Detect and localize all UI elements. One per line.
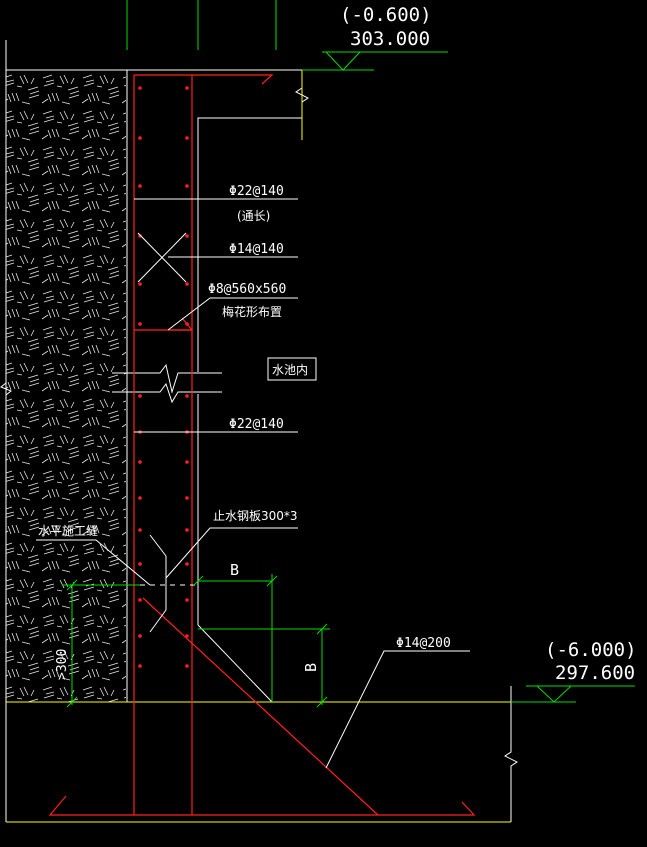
- dim-label-b-horizontal: B: [230, 561, 239, 579]
- rebar-dot: [138, 282, 142, 286]
- elevation-top-absolute: 303.000: [350, 28, 430, 50]
- rebar-dot: [185, 322, 189, 326]
- elevation-bottom-relative: (-6.000): [545, 639, 637, 661]
- soil-backfill: [0, 40, 302, 822]
- tie-cross: [137, 232, 187, 283]
- rebar-dot: [138, 634, 142, 638]
- elevation-marker-bottom: [511, 685, 635, 703]
- leader-haunch: [325, 650, 470, 769]
- leader-waterstop: [165, 527, 298, 579]
- rebar-dot: [185, 136, 189, 140]
- soil-break-mark: [0, 382, 12, 396]
- wall-break-mark: [112, 363, 222, 404]
- label-tank-inside: 水池内: [272, 363, 308, 377]
- elevation-bottom-absolute: 297.600: [555, 662, 635, 684]
- rebar-dot: [185, 184, 189, 188]
- dim-300-tick-top: [66, 579, 78, 591]
- rebar-dot: [185, 664, 189, 668]
- rebar-dot: [138, 460, 142, 464]
- rebar-dot: [138, 598, 142, 602]
- rebar-dot: [185, 234, 189, 238]
- dim-b-v-tick-b: [316, 696, 328, 708]
- rebar-dot: [185, 86, 189, 90]
- rebar-dot: [185, 460, 189, 464]
- label-construction-joint: 水平施工缝: [38, 523, 98, 538]
- right-break-mark: [504, 686, 518, 822]
- leader-tie: [167, 297, 298, 331]
- rebar-dot: [138, 136, 142, 140]
- elevation-top-relative: (-0.600): [340, 4, 432, 26]
- dim-b-v-tick-t: [316, 623, 328, 635]
- elevation-marker-top: [302, 51, 448, 71]
- rebar-dot: [138, 394, 142, 398]
- upper-column-lines: [126, 0, 277, 50]
- rebar-dot: [138, 234, 142, 238]
- soil-hatch-area: [6, 70, 126, 702]
- label-vertical-inner: Φ22@140: [229, 417, 284, 432]
- rebar-dot: [138, 86, 142, 90]
- bottom-hook-right: [192, 801, 476, 816]
- haunch-face: [197, 624, 273, 703]
- rebar-dot: [138, 562, 142, 566]
- dim-label-b-vertical: B: [302, 663, 320, 672]
- label-horizontal: Φ14@140: [229, 242, 284, 257]
- rebar-dots: [138, 86, 189, 668]
- dim-b-h-tick-r: [266, 575, 278, 587]
- rebar-dot: [185, 598, 189, 602]
- label-haunch: Φ14@200: [396, 636, 451, 651]
- rebar-dot: [185, 496, 189, 500]
- rebar-dot: [138, 322, 142, 326]
- rebar-dot: [138, 184, 142, 188]
- rebar-dot: [185, 634, 189, 638]
- dim-label-300: >300: [55, 649, 70, 680]
- label-tie-note: 梅花形布置: [222, 304, 282, 319]
- rebar-dot: [185, 528, 189, 532]
- rebar-dot: [185, 282, 189, 286]
- tank-inside-box: [267, 357, 317, 381]
- rebar: [48, 74, 476, 816]
- rebar-dot: [185, 394, 189, 398]
- label-waterstop: 止水钢板300*3: [213, 509, 298, 523]
- tie-hook: [134, 317, 194, 331]
- label-vertical-outer: Φ22@140: [229, 184, 284, 199]
- label-vertical-outer-note: (通长): [237, 209, 270, 223]
- bottom-hook-left: [48, 795, 134, 816]
- label-tie: Φ8@560x560: [208, 282, 286, 297]
- leader-construction-joint: [36, 539, 151, 586]
- dim-b-h-tick-l: [192, 575, 204, 587]
- dim-300-tick-bot: [66, 696, 78, 708]
- wall-inner-face: [197, 117, 302, 372]
- rebar-dot: [138, 496, 142, 500]
- rebar-dot: [185, 562, 189, 566]
- leader-lines: [36, 198, 470, 769]
- haunch-bar: [142, 597, 379, 816]
- dimension-lines: [62, 574, 330, 708]
- top-hook-right: [192, 74, 274, 85]
- wall-outline: [112, 70, 518, 822]
- slab-lines: [6, 70, 511, 823]
- rebar-dot: [138, 664, 142, 668]
- rebar-dot: [138, 528, 142, 532]
- waterstop-plate: [140, 534, 198, 633]
